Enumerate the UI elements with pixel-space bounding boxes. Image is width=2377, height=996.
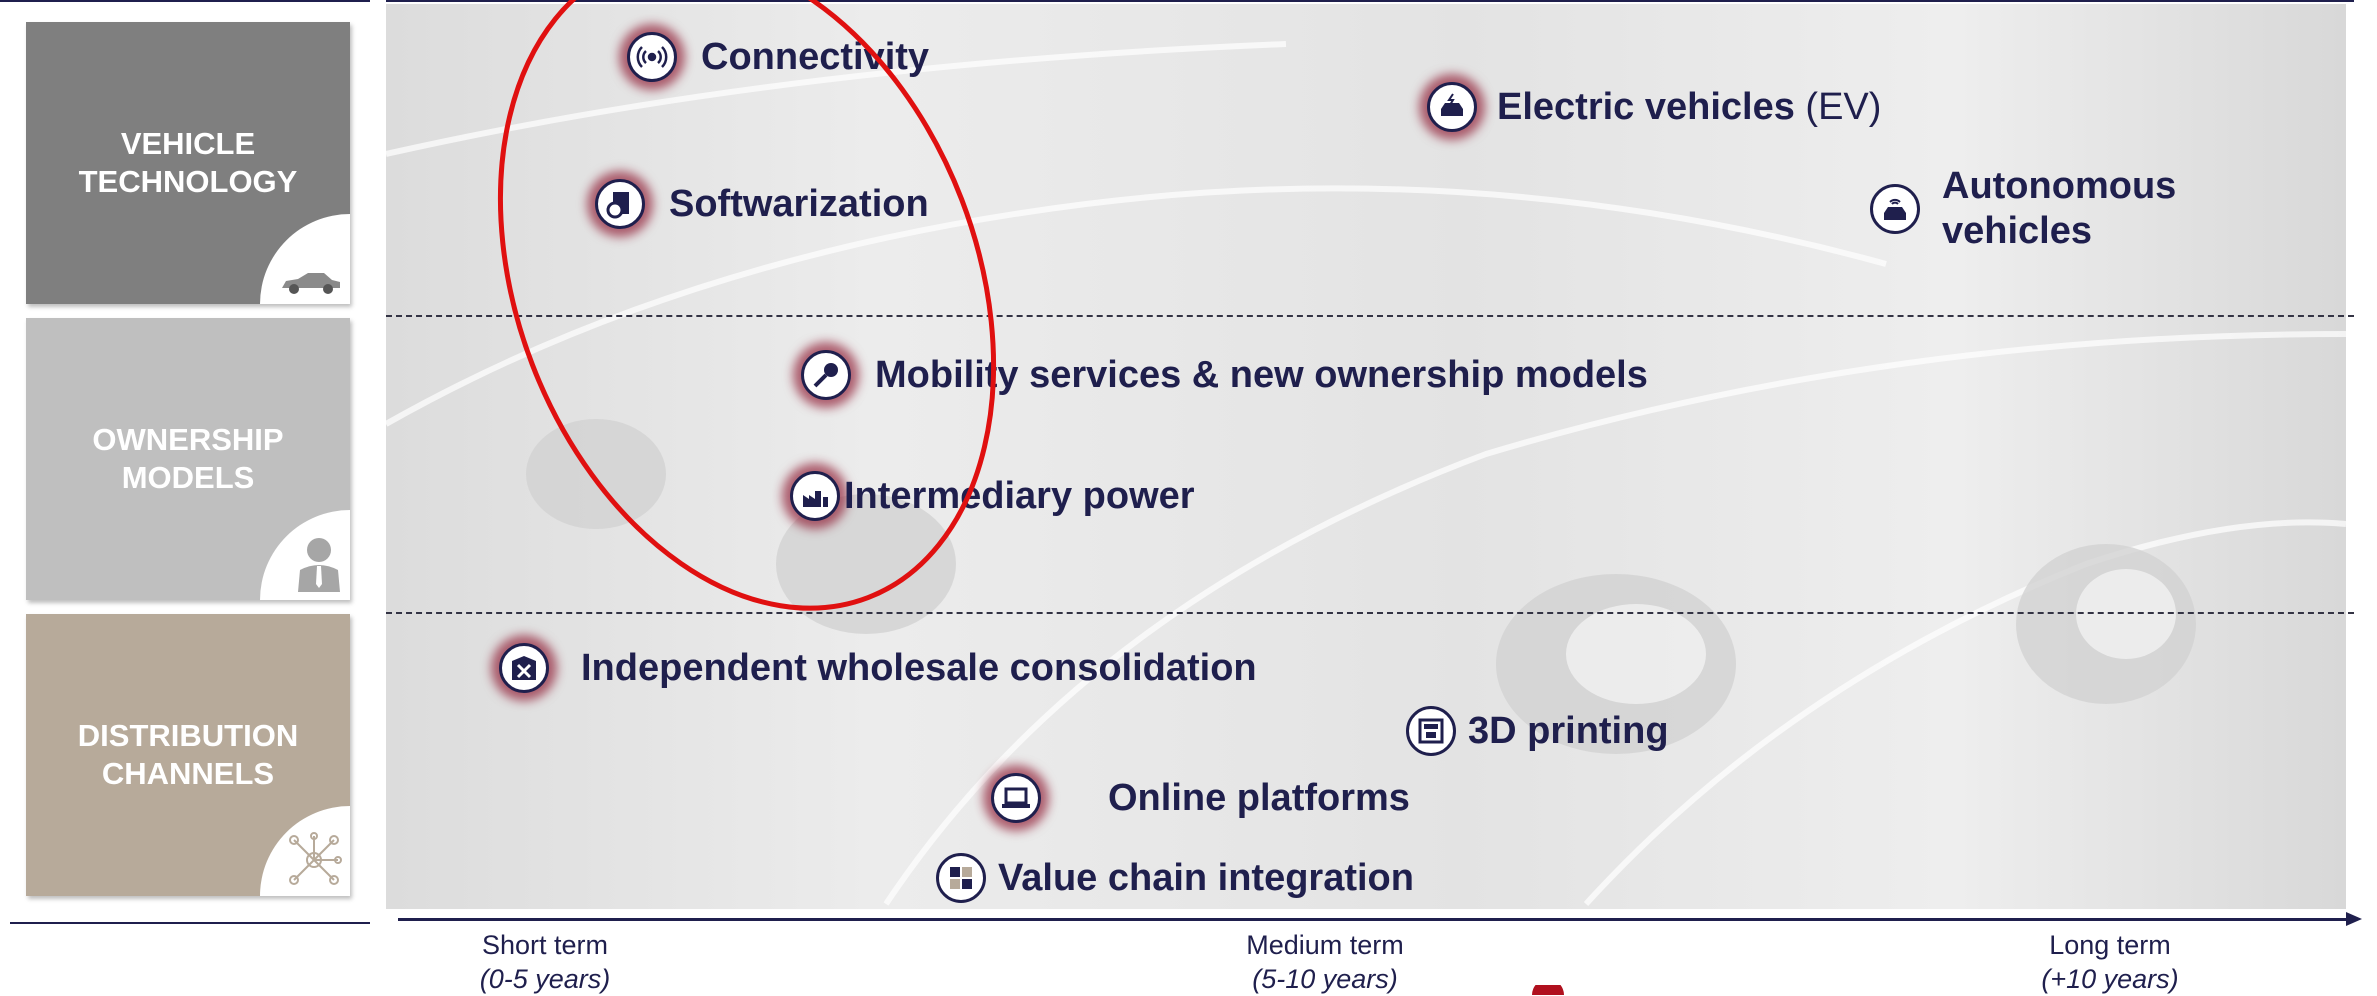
item-value-chain: Value chain integration [936, 853, 1414, 903]
category-ownership-models: OWNERSHIP MODELS [26, 318, 350, 600]
category-vehicle-technology: VEHICLE TECHNOLOGY [26, 22, 350, 304]
timeline-label: Short term [481, 930, 609, 960]
time-axis-arrowhead [2346, 912, 2362, 926]
key-icon [801, 350, 851, 400]
diagram-background [386, 4, 2346, 909]
software-disk-icon [595, 179, 645, 229]
category-distribution-channels: DISTRIBUTION CHANNELS [26, 614, 350, 896]
item-3d-printing: 3D printing [1406, 706, 1669, 756]
item-intermediary-power: Intermediary power [790, 471, 1195, 521]
item-mobility-services: Mobility services & new ownership models [801, 350, 1648, 400]
laptop-icon [991, 773, 1041, 823]
item-label: Intermediary power [844, 474, 1195, 517]
item-label: Value chain integration [998, 856, 1414, 899]
puzzle-icon [936, 853, 986, 903]
item-label: 3D printing [1468, 709, 1669, 752]
category-label: DISTRIBUTION CHANNELS [77, 718, 299, 791]
ev-abbr: (EV) [1805, 85, 1882, 128]
left-bottom-rule [10, 922, 370, 924]
left-top-rule [0, 0, 370, 2]
category-label: OWNERSHIP MODELS [92, 422, 284, 495]
item-online-platforms: Online platforms [991, 773, 1410, 823]
item-label: Softwarization [669, 182, 929, 225]
timeline-range: (0-5 years) [479, 964, 611, 994]
network-icon [289, 832, 342, 885]
3d-printer-icon [1406, 706, 1456, 756]
timeline-medium-term: Medium term (5-10 years) [1165, 928, 1485, 996]
timeline-range: (5-10 years) [1252, 964, 1398, 994]
electric-car-icon [1427, 82, 1477, 132]
timeline-label: Medium term [1246, 930, 1404, 960]
row-separator-2 [386, 612, 2354, 614]
main-top-rule [386, 0, 2354, 2]
logo-fragment [1532, 985, 1564, 995]
wifi-signal-icon [627, 32, 677, 82]
time-axis [398, 918, 2350, 921]
item-label: Autonomous vehicles [1942, 165, 2177, 252]
item-label: Electric vehicles (EV) [1497, 86, 1881, 129]
warehouse-icon [499, 643, 549, 693]
item-autonomous-vehicles: Autonomous vehicles [1870, 164, 2176, 254]
timeline-long-term: Long term (+10 years) [1985, 928, 2235, 996]
car-icon [282, 273, 340, 294]
car-hoods-backdrop [386, 41, 2346, 907]
person-icon [298, 538, 340, 592]
item-label: Independent wholesale consolidation [581, 646, 1257, 689]
item-label: Online platforms [1108, 776, 1410, 819]
category-label: VEHICLE TECHNOLOGY [78, 126, 298, 199]
item-softwarization: Softwarization [595, 179, 929, 229]
item-label: Connectivity [701, 35, 930, 78]
timeline-range: (+10 years) [2041, 964, 2179, 994]
timeline-short-term: Short term (0-5 years) [420, 928, 670, 996]
item-electric-vehicles: Electric vehicles (EV) [1427, 82, 1881, 132]
row-separator-1 [386, 315, 2354, 317]
item-label: Mobility services & new ownership models [875, 353, 1648, 396]
factory-icon [790, 471, 840, 521]
ev-label: Electric vehicles [1497, 85, 1795, 128]
item-connectivity: Connectivity [627, 32, 929, 82]
item-independent-wholesale: Independent wholesale consolidation [499, 643, 1257, 693]
autonomous-car-icon [1870, 184, 1920, 234]
timeline-label: Long term [2049, 930, 2171, 960]
